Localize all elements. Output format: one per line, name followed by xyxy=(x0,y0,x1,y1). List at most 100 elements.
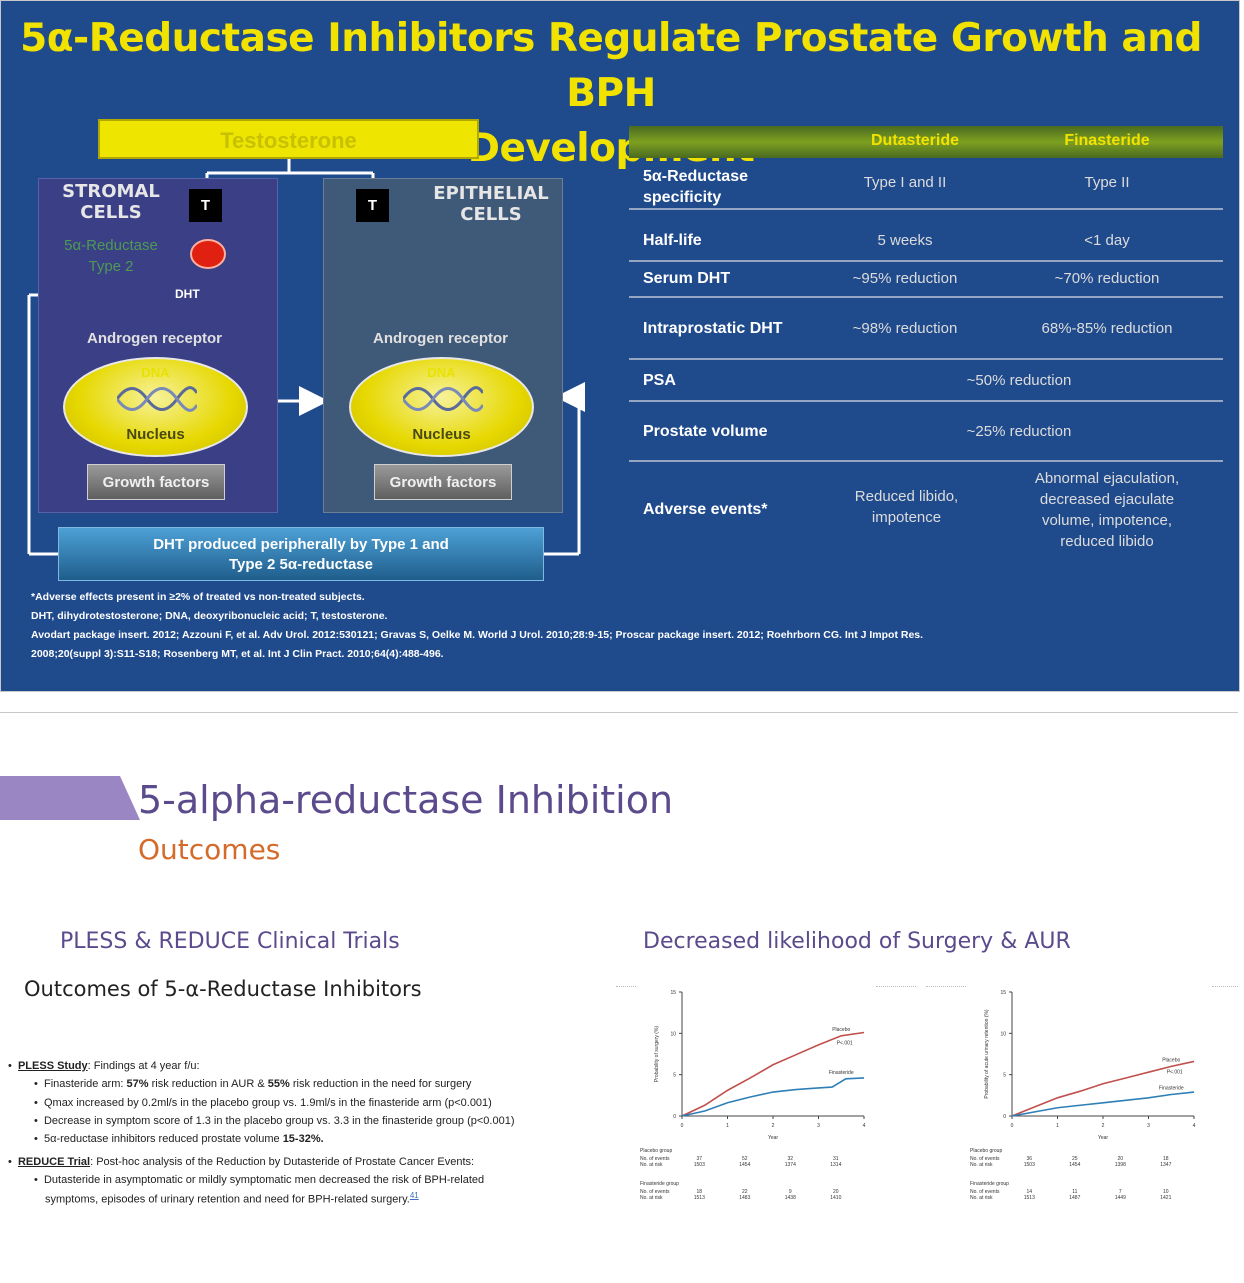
cell-both: ~50% reduction xyxy=(929,370,1109,391)
series-line-finasteride xyxy=(1012,1092,1194,1116)
table-row: Intraprostatic DHT ~98% reduction 68%-85… xyxy=(629,298,1223,360)
divider xyxy=(926,986,966,987)
series-label: Placebo xyxy=(832,1027,850,1033)
risk-cell: 1410 xyxy=(830,1195,841,1201)
dna-label: DNA xyxy=(65,365,246,380)
pless-sub-bullet: • Qmax increased by 0.2ml/s in the place… xyxy=(34,1094,492,1112)
enzyme-label: 5α-Reductase Type 2 xyxy=(51,235,171,277)
androgen-receptor-stromal: Androgen receptor xyxy=(87,330,222,347)
slide-2-title: 5-alpha-reductase Inhibition xyxy=(138,776,673,824)
t-box-stromal: T xyxy=(189,189,222,222)
footnote-2: DHT, dihydrotestosterone; DNA, deoxyribo… xyxy=(31,607,387,626)
risk-cell: 1483 xyxy=(739,1195,750,1201)
x-tick-label: 0 xyxy=(681,1123,684,1129)
risk-cell: 1503 xyxy=(1024,1162,1035,1168)
pless-bullet: • PLESS Study: Findings at 4 year f/u: xyxy=(8,1057,200,1075)
right-heading: Decreased likelihood of Surgery & AUR xyxy=(643,929,1071,954)
series-label: Finasteride xyxy=(1159,1086,1184,1092)
risk-cell: 1503 xyxy=(694,1162,705,1168)
risk-atrisk-label: No. at risk xyxy=(640,1162,663,1168)
risk-cell: 1347 xyxy=(1160,1162,1171,1168)
dna-label: DNA xyxy=(351,365,532,380)
y-tick-label: 15 xyxy=(1000,990,1006,996)
risk-cell: 1513 xyxy=(694,1195,705,1201)
row-label: Half-life xyxy=(643,230,702,251)
x-tick-label: 3 xyxy=(1147,1123,1150,1129)
y-tick-label: 0 xyxy=(673,1114,676,1120)
enzyme-icon xyxy=(189,237,227,271)
row-label: Serum DHT xyxy=(643,268,730,289)
nucleus-stromal: DNA Nucleus xyxy=(63,357,248,457)
table-row: Serum DHT ~95% reduction ~70% reduction xyxy=(629,262,1223,298)
dna-helix-icon xyxy=(403,385,483,413)
cell-dutasteride: 5 weeks xyxy=(829,230,981,251)
left-heading: PLESS & REDUCE Clinical Trials xyxy=(60,929,400,954)
risk-atrisk-label: No. at risk xyxy=(970,1162,993,1168)
risk-cell: 1454 xyxy=(1069,1162,1080,1168)
left-subheading: Outcomes of 5-α-Reductase Inhibitors xyxy=(24,977,422,1001)
cell-finasteride: <1 day xyxy=(1027,230,1187,251)
row-label: PSA xyxy=(643,370,676,391)
series-label: Placebo xyxy=(1162,1057,1180,1063)
pless-sub-bullet: • Decrease in symptom score of 1.3 in th… xyxy=(34,1112,515,1130)
cell-dutasteride: Reduced libido, impotence xyxy=(834,486,979,528)
risk-cell: 1449 xyxy=(1115,1195,1126,1201)
divider xyxy=(616,986,636,987)
x-tick-label: 1 xyxy=(726,1123,729,1129)
cell-finasteride: ~70% reduction xyxy=(1027,268,1187,289)
slide-1: 5α-Reductase Inhibitors Regulate Prostat… xyxy=(0,0,1240,692)
slide-2-subtitle: Outcomes xyxy=(138,832,280,868)
dna-helix-icon xyxy=(117,385,197,413)
column-header-dutasteride: Dutasteride xyxy=(839,126,991,158)
reference-link[interactable]: 41 xyxy=(410,1191,419,1200)
cell-finasteride: Abnormal ejaculation, decreased ejaculat… xyxy=(1027,468,1187,552)
epithelial-cells-label: EPITHELIAL CELLS xyxy=(426,183,556,225)
risk-cell: 1438 xyxy=(785,1195,796,1201)
y-tick-label: 10 xyxy=(670,1031,676,1037)
x-tick-label: 3 xyxy=(817,1123,820,1129)
y-axis-label: Probability of surgery (%) xyxy=(654,1026,660,1082)
cell-finasteride: 68%-85% reduction xyxy=(1027,318,1187,339)
title-accent-shape xyxy=(0,776,140,820)
table-row: 5α-Reductase specificity Type I and II T… xyxy=(629,158,1223,210)
x-tick-label: 4 xyxy=(863,1123,866,1129)
y-tick-label: 15 xyxy=(670,990,676,996)
risk-cell: 1398 xyxy=(1115,1162,1126,1168)
cell-both: ~25% reduction xyxy=(929,421,1109,442)
table-row: PSA ~50% reduction xyxy=(629,360,1223,402)
pless-sub-bullet: • 5α-reductase inhibitors reduced prosta… xyxy=(34,1130,324,1148)
series-label: Finasteride xyxy=(829,1070,854,1076)
risk-cell: 1314 xyxy=(830,1162,841,1168)
dht-label: DHT xyxy=(173,287,202,301)
footnote-4: 2008;20(suppl 3):S11-S18; Rosenberg MT, … xyxy=(31,645,444,664)
pless-sub-bullet: • Finasteride arm: 57% risk reduction in… xyxy=(34,1075,471,1093)
reduce-sub-bullet-cont: symptoms, episodes of urinary retention … xyxy=(45,1187,419,1209)
growth-factors-epithelial: Growth factors xyxy=(374,464,512,500)
table-row: Adverse events* Reduced libido, impotenc… xyxy=(629,462,1223,554)
surgery-chart: 05101501234YearProbability of surgery (%… xyxy=(636,980,886,1220)
p-value-annotation: P<.001 xyxy=(837,1041,853,1047)
cell-dutasteride: Type I and II xyxy=(829,172,981,193)
risk-cell: 1374 xyxy=(785,1162,796,1168)
risk-group-finasteride: Finasteride group xyxy=(640,1181,679,1187)
y-axis-label: Probability of acute urinary retention (… xyxy=(984,1009,990,1099)
growth-factors-stromal: Growth factors xyxy=(87,464,225,500)
footnote-3: Avodart package insert. 2012; Azzouni F,… xyxy=(31,626,923,645)
x-axis-label: Year xyxy=(768,1135,778,1141)
series-line-finasteride xyxy=(682,1078,864,1116)
nucleus-label: Nucleus xyxy=(65,426,246,443)
footnote-1: *Adverse effects present in ≥2% of treat… xyxy=(31,588,365,607)
column-header-finasteride: Finasteride xyxy=(1027,126,1187,158)
table-row: Half-life 5 weeks <1 day xyxy=(629,210,1223,262)
risk-group-placebo: Placebo group xyxy=(640,1148,672,1154)
risk-atrisk-label: No. at risk xyxy=(640,1195,663,1201)
cell-finasteride: Type II xyxy=(1027,172,1187,193)
stromal-cells-label: STROMAL CELLS xyxy=(51,181,171,223)
row-label: Intraprostatic DHT xyxy=(643,318,783,339)
nucleus-epithelial: DNA Nucleus xyxy=(349,357,534,457)
risk-cell: 1454 xyxy=(739,1162,750,1168)
androgen-receptor-epithelial: Androgen receptor xyxy=(373,330,508,347)
risk-cell: 1421 xyxy=(1160,1195,1171,1201)
dht-peripheral-box: DHT produced peripherally by Type 1 and … xyxy=(58,527,544,581)
